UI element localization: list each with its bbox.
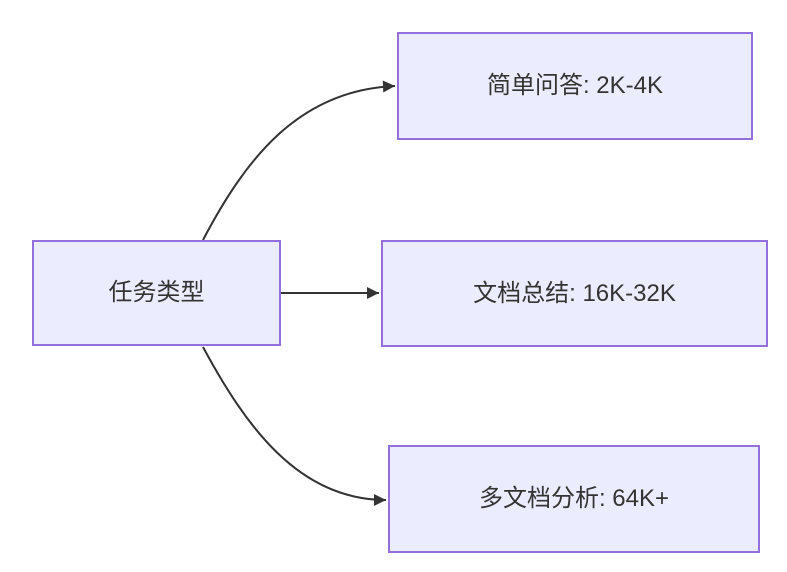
node-label: 任务类型 [108,279,205,307]
node-simple-qa: 简单问答: 2K-4K [397,32,753,140]
node-label: 多文档分析: 64K+ [478,485,670,513]
node-task-type: 任务类型 [32,240,281,346]
edge-task-type-to-multi-doc-analysis [202,346,387,506]
edge-task-type-to-simple-qa [202,80,396,241]
node-doc-summary: 文档总结: 16K-32K [381,240,768,347]
node-label: 简单问答: 2K-4K [486,72,664,100]
node-multi-doc-analysis: 多文档分析: 64K+ [388,445,760,553]
node-label: 文档总结: 16K-32K [473,279,676,307]
